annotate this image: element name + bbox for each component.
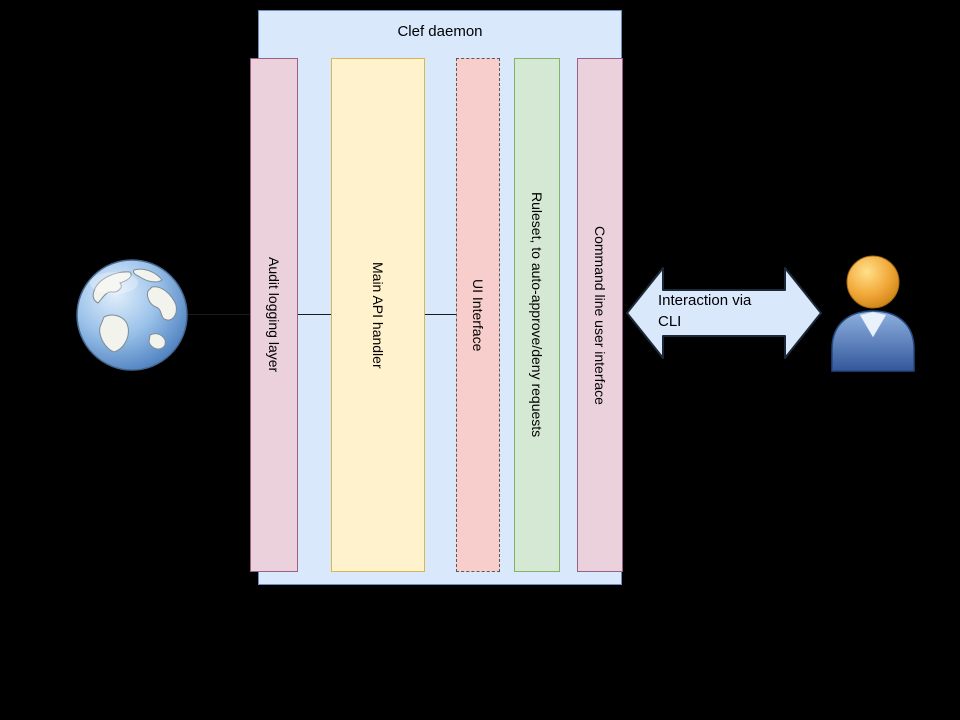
column-ruleset-label: Ruleset, to auto-approve/deny requests xyxy=(529,192,545,438)
connector-api-to-ui xyxy=(425,314,456,315)
interaction-arrow-label: Interaction via CLI xyxy=(658,290,751,332)
user-body xyxy=(831,310,915,372)
world-globe-icon xyxy=(76,259,188,371)
connector-globe-to-audit xyxy=(188,314,258,315)
column-command-line-user-interface-label: Command line user interface xyxy=(592,225,608,405)
globe-continents xyxy=(92,268,177,353)
column-main-api-handler: Main API handler xyxy=(331,58,425,572)
column-audit-logging-layer: Audit logging layer xyxy=(250,58,298,572)
column-ui-interface-label: UI Interface xyxy=(470,278,486,352)
column-ui-interface: UI Interface xyxy=(456,58,500,572)
interaction-arrow xyxy=(626,267,822,359)
column-command-line-user-interface: Command line user interface xyxy=(577,58,623,572)
cli-user-icon xyxy=(831,255,915,372)
interaction-arrow-shape xyxy=(626,267,822,359)
user-collar xyxy=(859,311,887,338)
column-ruleset: Ruleset, to auto-approve/deny requests xyxy=(514,58,560,572)
interaction-arrow-label-line1: Interaction via xyxy=(658,292,752,309)
interaction-arrow-label-line2: CLI xyxy=(658,313,682,330)
user-head xyxy=(846,255,900,309)
connector-audit-to-api xyxy=(298,314,331,315)
globe-highlight xyxy=(90,272,138,294)
column-audit-logging-layer-label: Audit logging layer xyxy=(266,257,282,373)
column-main-api-handler-label: Main API handler xyxy=(370,261,386,369)
clef-daemon-title: Clef daemon xyxy=(397,23,483,40)
clef-daemon-container: Clef daemon xyxy=(258,10,622,585)
